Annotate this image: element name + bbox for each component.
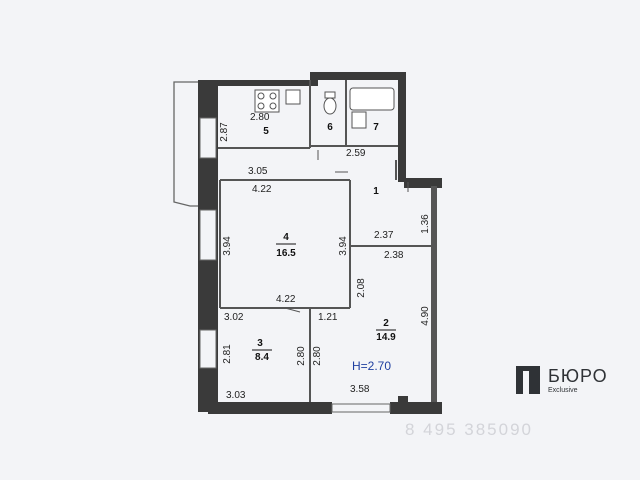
logo-sub: Exclusive bbox=[548, 386, 578, 394]
logo-mark-icon bbox=[516, 366, 540, 394]
column-west bbox=[206, 186, 218, 206]
dim-corridor-length: 2.08 bbox=[356, 278, 367, 298]
room-4-number: 4 bbox=[283, 232, 289, 243]
interior-walls bbox=[218, 80, 432, 402]
dim-room2-height: 4.90 bbox=[420, 306, 431, 326]
room-5-number: 5 bbox=[263, 126, 269, 137]
window-room2 bbox=[331, 403, 391, 413]
logo-text: БЮРО Exclusive bbox=[548, 367, 608, 394]
south-wall-room3 bbox=[208, 402, 332, 414]
south-wall-room2 bbox=[390, 402, 442, 414]
room-6-number: 6 bbox=[327, 122, 333, 133]
north-wall-corridor bbox=[404, 178, 442, 188]
window-kitchen bbox=[199, 117, 217, 159]
door-room3 bbox=[284, 307, 301, 313]
bathtub-icon bbox=[349, 87, 395, 111]
dim-room3-height-right-a: 2.80 bbox=[296, 346, 307, 366]
stove-burner-icon bbox=[269, 92, 277, 100]
fixtures bbox=[254, 87, 395, 129]
room-2-number: 2 bbox=[383, 318, 389, 329]
room-7-number: 7 bbox=[373, 122, 379, 133]
dim-kitchen-height: 2.87 bbox=[219, 122, 230, 142]
east-wall bbox=[431, 186, 437, 408]
windows bbox=[199, 117, 408, 413]
logo-name: БЮРО bbox=[548, 365, 608, 386]
dim-hall-top: 3.05 bbox=[248, 166, 268, 177]
east-wall-bath bbox=[398, 72, 406, 182]
dim-room4-height-left: 3.94 bbox=[222, 236, 233, 256]
room-1-number: 1 bbox=[373, 186, 379, 197]
kitchen-sink-icon bbox=[285, 89, 301, 105]
room-3-area: 8.4 bbox=[255, 352, 269, 363]
dim-kitchen-width: 2.80 bbox=[250, 112, 270, 123]
window-room4 bbox=[199, 209, 217, 261]
dim-room4-bottom: 4.22 bbox=[276, 294, 296, 305]
toilet-icon bbox=[323, 97, 337, 115]
north-wall-kitchen bbox=[218, 80, 318, 86]
room-2-area: 14.9 bbox=[376, 332, 396, 343]
dim-corridor-height: 1.36 bbox=[420, 214, 431, 234]
room-4-area: 16.5 bbox=[276, 248, 296, 259]
watermark: 8 495 385090 bbox=[405, 420, 533, 439]
stove-burner-icon bbox=[257, 102, 265, 110]
dim-bath-width: 2.59 bbox=[346, 148, 366, 159]
dim-room4-top: 4.22 bbox=[252, 184, 272, 195]
doors bbox=[284, 150, 409, 313]
dim-corridor-width-bottom: 2.38 bbox=[384, 250, 404, 261]
balcony-outline bbox=[173, 81, 198, 207]
dim-room2-gap: 1.21 bbox=[318, 312, 338, 323]
bath-sink-icon bbox=[351, 111, 367, 129]
stove-icon bbox=[254, 89, 280, 113]
logo: БЮРО Exclusive bbox=[512, 358, 640, 402]
stove-burner-icon bbox=[257, 92, 265, 100]
dim-room3-height-left: 2.81 bbox=[222, 344, 233, 364]
toilet-tank-icon bbox=[324, 91, 336, 99]
dim-room3-height-right-b: 2.80 bbox=[312, 346, 323, 366]
wall-pillar bbox=[398, 396, 408, 406]
north-wall-bath bbox=[310, 72, 406, 80]
room-3-number: 3 bbox=[257, 338, 263, 349]
dim-room3-bottom: 3.03 bbox=[226, 390, 246, 401]
dim-room4-height-right: 3.94 bbox=[338, 236, 349, 256]
dim-room2-bottom: 3.58 bbox=[350, 384, 370, 395]
dim-room3-top: 3.02 bbox=[224, 312, 244, 323]
ceiling-height: H=2.70 bbox=[352, 359, 391, 373]
dim-corridor-width-top: 2.37 bbox=[374, 230, 394, 241]
stove-burner-icon bbox=[269, 102, 277, 110]
window-room3 bbox=[199, 329, 217, 369]
